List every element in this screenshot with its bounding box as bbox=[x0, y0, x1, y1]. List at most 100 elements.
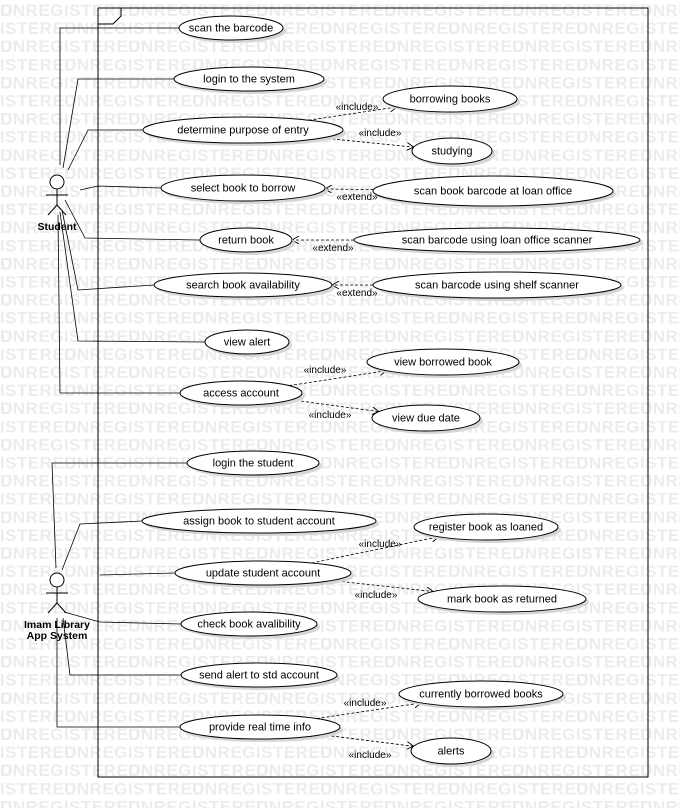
use-case-assign-book[interactable]: assign book to student account bbox=[141, 508, 379, 536]
use-case-label: update student account bbox=[206, 567, 320, 579]
association-system-check-availability bbox=[63, 611, 182, 625]
use-case-view-borrowed[interactable]: view borrowed book bbox=[366, 348, 522, 378]
watermark-text: UNREGISTERED bbox=[576, 345, 680, 364]
use-case-ellipse[interactable] bbox=[398, 680, 564, 708]
use-case-ellipse[interactable] bbox=[410, 737, 492, 765]
extend-arrow-scan-loan-office-select-book bbox=[325, 189, 374, 190]
use-case-scan-shelf[interactable]: scan barcode using shelf scanner bbox=[372, 271, 624, 301]
watermark-text: UNREGISTERED bbox=[640, 37, 680, 56]
use-case-alerts[interactable]: alerts bbox=[410, 737, 494, 767]
watermark-text: UNREGISTERED bbox=[640, 653, 680, 672]
watermark-text: UNREGISTERED bbox=[0, 653, 13, 672]
use-case-access-account[interactable]: access account bbox=[179, 380, 305, 408]
watermark-text: UNREGISTERED bbox=[320, 454, 461, 473]
watermark-text: UNREGISTERED bbox=[448, 779, 589, 798]
watermark-text: UNREGISTERED bbox=[192, 417, 333, 436]
use-case-scan-loan-scanner[interactable]: scan barcode using loan office scanner bbox=[353, 227, 643, 255]
use-case-ellipse[interactable] bbox=[353, 227, 641, 253]
use-case-ellipse[interactable] bbox=[413, 513, 559, 541]
association-student-access-account bbox=[57, 214, 180, 394]
use-case-check-availability[interactable]: check book avalibility bbox=[180, 611, 320, 639]
actor-right-leg bbox=[56, 204, 67, 216]
watermark-text: UNREGISTERED bbox=[0, 526, 77, 545]
watermark-text: UNREGISTERED bbox=[384, 254, 525, 273]
use-case-label: access account bbox=[203, 387, 279, 399]
use-case-search-availability[interactable]: search book availability bbox=[153, 272, 335, 300]
use-case-send-alert[interactable]: send alert to std account bbox=[180, 662, 340, 690]
use-case-ellipse[interactable] bbox=[180, 611, 318, 637]
watermark-text: UNREGISTERED bbox=[256, 363, 397, 382]
use-case-label: view due date bbox=[392, 412, 460, 424]
use-case-label: select book to borrow bbox=[191, 182, 296, 194]
use-case-scan-loan-office[interactable]: scan book barcode at loan office bbox=[372, 175, 616, 209]
use-case-ellipse[interactable] bbox=[180, 662, 338, 688]
actor-right-leg bbox=[56, 602, 67, 614]
watermark-text: UNREGISTERED bbox=[384, 472, 525, 491]
watermark-text: UNREGISTERED bbox=[512, 363, 653, 382]
association-student-login-system bbox=[62, 78, 174, 169]
watermark-text: UNREGISTERED bbox=[0, 254, 13, 273]
watermark-text: UNREGISTERED bbox=[640, 435, 680, 454]
watermark-text: UNREGISTERED bbox=[0, 73, 13, 92]
use-case-mark-returned[interactable]: mark book as returned bbox=[417, 585, 589, 615]
watermark-text: UNREGISTERED bbox=[640, 580, 680, 599]
watermark-text: UNREGISTERED bbox=[0, 417, 77, 436]
watermark-text: UNREGISTERED bbox=[320, 19, 461, 38]
use-case-label: send alert to std account bbox=[199, 669, 319, 681]
watermark-text: UNREGISTERED bbox=[0, 291, 141, 310]
use-case-currently-borrowed[interactable]: currently borrowed books bbox=[398, 680, 566, 710]
watermark-text: UNREGISTERED bbox=[192, 743, 333, 762]
use-case-determine-purpose[interactable]: determine purpose of entry bbox=[142, 116, 346, 146]
watermark-text: UNREGISTERED bbox=[0, 182, 141, 201]
use-case-ellipse[interactable] bbox=[186, 450, 320, 476]
watermark-text: UNREGISTERED bbox=[0, 182, 13, 201]
use-case-ellipse[interactable] bbox=[372, 271, 622, 299]
use-case-ellipse[interactable] bbox=[199, 227, 293, 253]
watermark-text: UNREGISTERED bbox=[640, 182, 680, 201]
use-case-login-student[interactable]: login the student bbox=[186, 450, 322, 478]
use-case-return-book[interactable]: return book bbox=[199, 227, 295, 255]
include-stereotype-label: «include» bbox=[359, 128, 402, 139]
watermark-text: UNREGISTERED bbox=[0, 725, 141, 744]
use-case-ellipse[interactable] bbox=[174, 560, 352, 586]
watermark-text: UNREGISTERED bbox=[512, 327, 653, 346]
watermark-text: UNREGISTERED bbox=[384, 1, 525, 20]
use-case-scan-barcode[interactable]: scan the barcode bbox=[178, 15, 286, 43]
use-case-ellipse[interactable] bbox=[160, 174, 326, 202]
watermark-text: UNREGISTERED bbox=[640, 472, 680, 491]
use-case-ellipse[interactable] bbox=[366, 348, 520, 376]
use-case-real-time-info[interactable]: provide real time info bbox=[179, 714, 343, 742]
use-case-studying[interactable]: studying bbox=[411, 137, 495, 167]
watermark-text: UNREGISTERED bbox=[640, 761, 680, 780]
watermark-text: UNREGISTERED bbox=[0, 309, 77, 328]
use-case-select-book[interactable]: select book to borrow bbox=[160, 174, 328, 204]
use-case-ellipse[interactable] bbox=[371, 404, 481, 432]
watermark-text: UNREGISTERED bbox=[512, 110, 653, 129]
watermark-text: UNREGISTERED bbox=[448, 490, 589, 509]
watermark-text: UNREGISTERED bbox=[0, 128, 77, 147]
use-case-ellipse[interactable] bbox=[204, 329, 290, 355]
use-case-ellipse[interactable] bbox=[411, 137, 493, 165]
use-case-ellipse[interactable] bbox=[382, 85, 518, 113]
watermark-text: UNREGISTERED bbox=[256, 797, 397, 808]
use-case-ellipse[interactable] bbox=[141, 508, 377, 534]
use-case-ellipse[interactable] bbox=[179, 714, 341, 740]
use-case-register-loaned[interactable]: register book as loaned bbox=[413, 513, 561, 543]
use-case-ellipse[interactable] bbox=[173, 66, 325, 92]
watermark-text: UNREGISTERED bbox=[448, 55, 589, 74]
use-case-ellipse[interactable] bbox=[153, 272, 333, 298]
use-case-ellipse[interactable] bbox=[417, 585, 587, 613]
use-case-ellipse[interactable] bbox=[142, 116, 344, 144]
use-case-view-due[interactable]: view due date bbox=[371, 404, 483, 434]
use-case-ellipse[interactable] bbox=[179, 380, 303, 406]
use-case-ellipse[interactable] bbox=[178, 15, 284, 41]
use-case-ellipse[interactable] bbox=[372, 175, 614, 207]
use-case-login-system[interactable]: login to the system bbox=[173, 66, 327, 94]
use-case-borrowing-books[interactable]: borrowing books bbox=[382, 85, 520, 115]
actor-student[interactable]: Student bbox=[37, 174, 77, 233]
watermark-text: UNREGISTERED bbox=[576, 526, 680, 545]
watermark-text: UNREGISTERED bbox=[64, 490, 205, 509]
use-case-update-account[interactable]: update student account bbox=[174, 560, 354, 588]
use-case-view-alert[interactable]: view alert bbox=[204, 329, 292, 357]
